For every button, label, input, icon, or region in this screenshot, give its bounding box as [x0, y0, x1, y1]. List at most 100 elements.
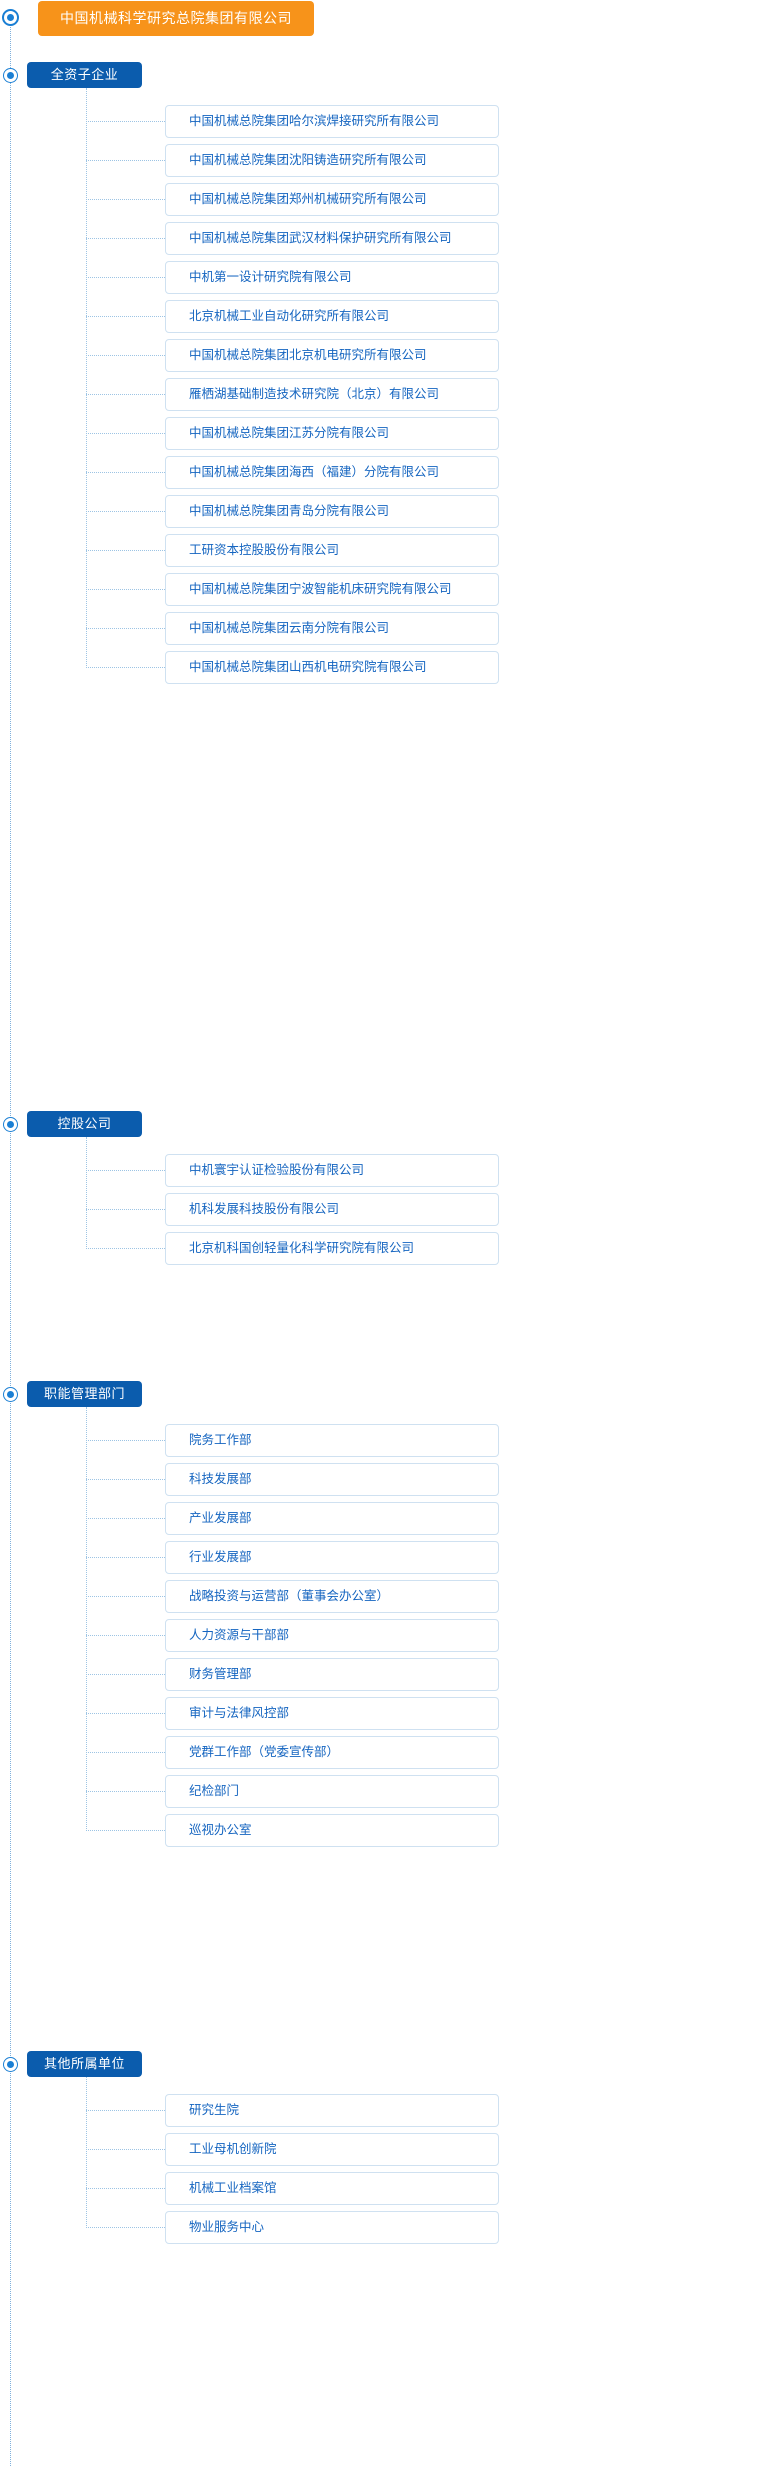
item-connector-line: [86, 1713, 165, 1714]
org-item[interactable]: 审计与法律风控部: [165, 1697, 499, 1730]
section-bullet-icon: [3, 1117, 18, 1132]
org-item-row: 中国机械总院集团郑州机械研究所有限公司: [86, 183, 499, 216]
org-item[interactable]: 行业发展部: [165, 1541, 499, 1574]
item-connector-line: [86, 1635, 165, 1636]
org-item[interactable]: 科技发展部: [165, 1463, 499, 1496]
org-item[interactable]: 北京机械工业自动化研究所有限公司: [165, 300, 499, 333]
org-item[interactable]: 中国机械总院集团山西机电研究院有限公司: [165, 651, 499, 684]
item-connector-line: [86, 316, 165, 317]
item-connector-line: [86, 1752, 165, 1753]
section-bullet-icon: [3, 68, 18, 83]
org-item-row: 雁栖湖基础制造技术研究院（北京）有限公司: [86, 378, 499, 411]
item-connector-line: [86, 2188, 165, 2189]
org-item-row: 中机第一设计研究院有限公司: [86, 261, 499, 294]
item-connector-line: [86, 667, 165, 668]
section-branch-line: [86, 1407, 87, 1831]
org-item-row: 科技发展部: [86, 1463, 499, 1496]
org-item[interactable]: 党群工作部（党委宣传部）: [165, 1736, 499, 1769]
org-item[interactable]: 研究生院: [165, 2094, 499, 2127]
org-item[interactable]: 中国机械总院集团青岛分院有限公司: [165, 495, 499, 528]
item-connector-line: [86, 1209, 165, 1210]
org-item-row: 中国机械总院集团云南分院有限公司: [86, 612, 499, 645]
org-item-row: 中国机械总院集团沈阳铸造研究所有限公司: [86, 144, 499, 177]
org-item[interactable]: 中国机械总院集团云南分院有限公司: [165, 612, 499, 645]
org-item-row: 行业发展部: [86, 1541, 499, 1574]
item-connector-line: [86, 355, 165, 356]
org-item-row: 财务管理部: [86, 1658, 499, 1691]
org-item[interactable]: 中国机械总院集团哈尔滨焊接研究所有限公司: [165, 105, 499, 138]
item-connector-line: [86, 1830, 165, 1831]
root-bullet-icon: [2, 9, 19, 26]
org-item[interactable]: 院务工作部: [165, 1424, 499, 1457]
root-node[interactable]: 中国机械科学研究总院集团有限公司: [38, 1, 314, 36]
org-item-row: 中国机械总院集团武汉材料保护研究所有限公司: [86, 222, 499, 255]
org-item[interactable]: 中机第一设计研究院有限公司: [165, 261, 499, 294]
org-item-row: 院务工作部: [86, 1424, 499, 1457]
section-bullet-icon: [3, 1387, 18, 1402]
org-item[interactable]: 战略投资与运营部（董事会办公室）: [165, 1580, 499, 1613]
item-connector-line: [86, 1557, 165, 1558]
section-header-4[interactable]: 其他所属单位: [27, 2051, 142, 2077]
item-connector-line: [86, 1170, 165, 1171]
item-connector-line: [86, 550, 165, 551]
org-item-row: 中机寰宇认证检验股份有限公司: [86, 1154, 499, 1187]
item-connector-line: [86, 1248, 165, 1249]
org-item-row: 党群工作部（党委宣传部）: [86, 1736, 499, 1769]
org-item-row: 巡视办公室: [86, 1814, 499, 1847]
org-item-row: 中国机械总院集团哈尔滨焊接研究所有限公司: [86, 105, 499, 138]
section-header-1[interactable]: 全资子企业: [27, 62, 142, 88]
item-connector-line: [86, 1791, 165, 1792]
item-connector-line: [86, 1518, 165, 1519]
org-item-row: 人力资源与干部部: [86, 1619, 499, 1652]
item-connector-line: [86, 1596, 165, 1597]
org-item-row: 纪检部门: [86, 1775, 499, 1808]
org-item-row: 中国机械总院集团青岛分院有限公司: [86, 495, 499, 528]
org-item[interactable]: 纪检部门: [165, 1775, 499, 1808]
org-item[interactable]: 人力资源与干部部: [165, 1619, 499, 1652]
section-header-3[interactable]: 职能管理部门: [27, 1381, 142, 1407]
item-connector-line: [86, 2110, 165, 2111]
org-item[interactable]: 中国机械总院集团沈阳铸造研究所有限公司: [165, 144, 499, 177]
org-item-row: 机科发展科技股份有限公司: [86, 1193, 499, 1226]
section-branch-line: [86, 1137, 87, 1249]
org-item[interactable]: 机科发展科技股份有限公司: [165, 1193, 499, 1226]
org-item-row: 机械工业档案馆: [86, 2172, 499, 2205]
org-item[interactable]: 物业服务中心: [165, 2211, 499, 2244]
item-connector-line: [86, 2149, 165, 2150]
org-item[interactable]: 中国机械总院集团江苏分院有限公司: [165, 417, 499, 450]
org-item[interactable]: 财务管理部: [165, 1658, 499, 1691]
org-item-row: 中国机械总院集团北京机电研究所有限公司: [86, 339, 499, 372]
org-item[interactable]: 中国机械总院集团海西（福建）分院有限公司: [165, 456, 499, 489]
org-item[interactable]: 中国机械总院集团北京机电研究所有限公司: [165, 339, 499, 372]
item-connector-line: [86, 1440, 165, 1441]
org-item[interactable]: 北京机科国创轻量化科学研究院有限公司: [165, 1232, 499, 1265]
item-connector-line: [86, 1674, 165, 1675]
item-connector-line: [86, 628, 165, 629]
item-connector-line: [86, 277, 165, 278]
section-header-2[interactable]: 控股公司: [27, 1111, 142, 1137]
org-item[interactable]: 巡视办公室: [165, 1814, 499, 1847]
org-item[interactable]: 中国机械总院集团武汉材料保护研究所有限公司: [165, 222, 499, 255]
item-connector-line: [86, 121, 165, 122]
root-spine-line: [10, 16, 11, 2466]
org-item-row: 中国机械总院集团海西（福建）分院有限公司: [86, 456, 499, 489]
item-connector-line: [86, 199, 165, 200]
section-bullet-icon: [3, 2057, 18, 2072]
org-item[interactable]: 中机寰宇认证检验股份有限公司: [165, 1154, 499, 1187]
org-item-row: 北京机科国创轻量化科学研究院有限公司: [86, 1232, 499, 1265]
org-item[interactable]: 中国机械总院集团宁波智能机床研究院有限公司: [165, 573, 499, 606]
org-item[interactable]: 工业母机创新院: [165, 2133, 499, 2166]
org-item[interactable]: 中国机械总院集团郑州机械研究所有限公司: [165, 183, 499, 216]
org-item-row: 北京机械工业自动化研究所有限公司: [86, 300, 499, 333]
item-connector-line: [86, 160, 165, 161]
org-item[interactable]: 机械工业档案馆: [165, 2172, 499, 2205]
org-item[interactable]: 雁栖湖基础制造技术研究院（北京）有限公司: [165, 378, 499, 411]
section-branch-line: [86, 88, 87, 668]
org-item[interactable]: 工研资本控股股份有限公司: [165, 534, 499, 567]
item-connector-line: [86, 433, 165, 434]
section-branch-line: [86, 2077, 87, 2228]
org-item-row: 审计与法律风控部: [86, 1697, 499, 1730]
org-item[interactable]: 产业发展部: [165, 1502, 499, 1535]
item-connector-line: [86, 238, 165, 239]
